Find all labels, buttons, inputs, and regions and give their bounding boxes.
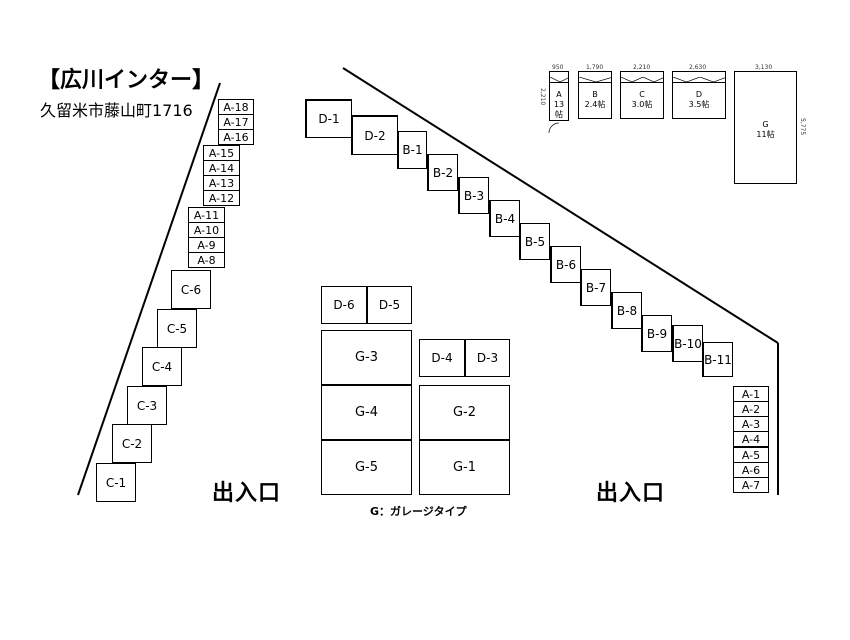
unit-g-3[interactable]: G-3 [321, 330, 412, 385]
garage-type-note: G：ガレージタイプ [370, 505, 467, 518]
unit-b-9[interactable]: B-9 [641, 315, 672, 352]
unit-a-14[interactable]: A-14 [203, 160, 240, 176]
legend-d-width: 2,630 [689, 64, 707, 71]
unit-a-5[interactable]: A-5 [733, 447, 769, 463]
unit-a-13[interactable]: A-13 [203, 175, 240, 191]
unit-a-4[interactable]: A-4 [733, 431, 769, 447]
legend-g-height: 5,775 [799, 118, 806, 136]
entrance-label-left: 出入口 [212, 481, 282, 506]
unit-g-5[interactable]: G-5 [321, 440, 412, 495]
unit-b-1[interactable]: B-1 [397, 131, 427, 169]
legend-box-d: D 3.5帖 [672, 71, 726, 119]
legend-label-a: A 13 帖 [553, 90, 565, 119]
unit-a-1[interactable]: A-1 [733, 386, 769, 402]
unit-d-3[interactable]: D-3 [465, 339, 510, 377]
unit-a-15[interactable]: A-15 [203, 145, 240, 161]
unit-g-1[interactable]: G-1 [419, 440, 510, 495]
legend-hatch-d [673, 72, 725, 83]
unit-b-3[interactable]: B-3 [458, 177, 489, 214]
unit-a-6[interactable]: A-6 [733, 462, 769, 478]
legend-c-width: 2,210 [633, 64, 651, 71]
unit-d-2[interactable]: D-2 [351, 115, 398, 155]
page-title: 【広川インター】 [38, 68, 215, 93]
unit-a-16[interactable]: A-16 [218, 129, 254, 145]
unit-d-5[interactable]: D-5 [367, 286, 412, 324]
legend-label-c: C 3.0帖 [631, 90, 653, 109]
unit-c-6[interactable]: C-6 [171, 270, 211, 309]
unit-a-8[interactable]: A-8 [188, 252, 225, 268]
right-boundary-line [342, 67, 779, 344]
unit-b-7[interactable]: B-7 [580, 269, 611, 306]
legend-label-g: G 11帖 [756, 120, 775, 139]
unit-c-2[interactable]: C-2 [112, 424, 152, 463]
legend-label-d: D 3.5帖 [688, 90, 710, 109]
legend-hatch-b [579, 72, 611, 83]
legend-hatch-c [621, 72, 663, 83]
legend-box-b: B 2.4帖 [578, 71, 612, 119]
legend-box-g: G 11帖 [734, 71, 797, 184]
unit-c-1[interactable]: C-1 [96, 463, 136, 502]
legend-door-arc [548, 122, 560, 134]
legend-label-b: B 2.4帖 [584, 90, 606, 109]
left-boundary-line [77, 82, 221, 496]
legend-hatch-a [550, 72, 568, 83]
legend-box-a: A 13 帖 [549, 71, 569, 121]
unit-d-1[interactable]: D-1 [305, 99, 352, 138]
unit-b-8[interactable]: B-8 [611, 292, 642, 329]
unit-c-3[interactable]: C-3 [127, 386, 167, 425]
unit-c-5[interactable]: C-5 [157, 309, 197, 348]
unit-a-11[interactable]: A-11 [188, 207, 225, 223]
unit-a-3[interactable]: A-3 [733, 416, 769, 432]
legend-box-c: C 3.0帖 [620, 71, 664, 119]
unit-a-10[interactable]: A-10 [188, 222, 225, 238]
legend-a-width: 950 [552, 64, 564, 71]
unit-b-2[interactable]: B-2 [427, 154, 458, 191]
unit-a-2[interactable]: A-2 [733, 401, 769, 417]
unit-c-4[interactable]: C-4 [142, 347, 182, 386]
unit-d-4[interactable]: D-4 [419, 339, 465, 377]
legend-g-width: 3,130 [755, 64, 773, 71]
entrance-label-right: 出入口 [596, 481, 666, 506]
unit-b-5[interactable]: B-5 [519, 223, 550, 260]
unit-g-2[interactable]: G-2 [419, 385, 510, 440]
unit-a-9[interactable]: A-9 [188, 237, 225, 253]
site-address: 久留米市藤山町1716 [40, 101, 193, 120]
legend-b-width: 1,790 [586, 64, 604, 71]
unit-b-11[interactable]: B-11 [702, 342, 733, 377]
unit-a-12[interactable]: A-12 [203, 190, 240, 206]
unit-d-6[interactable]: D-6 [321, 286, 367, 324]
unit-b-4[interactable]: B-4 [489, 200, 520, 237]
unit-b-6[interactable]: B-6 [550, 246, 581, 283]
unit-a-17[interactable]: A-17 [218, 114, 254, 130]
unit-a-7[interactable]: A-7 [733, 477, 769, 493]
legend-a-height: 2,210 [539, 88, 546, 106]
unit-b-10[interactable]: B-10 [672, 325, 703, 362]
unit-a-18[interactable]: A-18 [218, 99, 254, 115]
unit-g-4[interactable]: G-4 [321, 385, 412, 440]
